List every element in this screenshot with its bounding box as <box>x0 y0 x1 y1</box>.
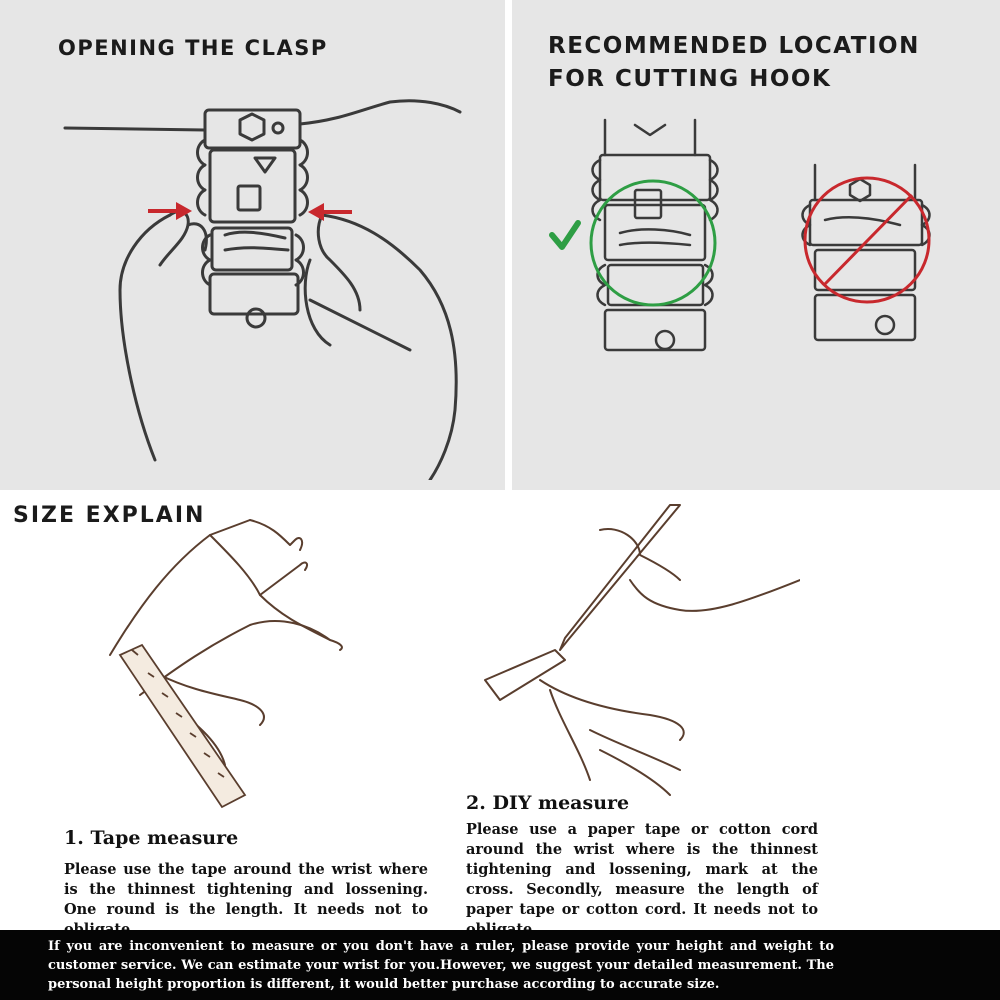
cutting-hook-title: RECOMMENDED LOCATION FOR CUTTING HOOK <box>548 33 920 92</box>
pen-sketch <box>559 504 681 651</box>
panel-divider <box>505 0 512 490</box>
tape-measure-illustration <box>109 519 343 809</box>
diy-measure-title: 2. DIY measure <box>466 792 630 814</box>
diy-measure-illustration <box>484 504 800 796</box>
strap-link-top <box>203 108 302 150</box>
footer-note: If you are inconvenient to measure or yo… <box>48 939 834 992</box>
arrow-right-icon <box>148 202 192 220</box>
clasp-title: OPENING THE CLASP <box>58 36 328 60</box>
tape-measure-title: 1. Tape measure <box>64 827 239 849</box>
prohibited-icon <box>803 176 931 304</box>
tape-measure-instructions: Please use the tape around the wrist whe… <box>64 861 428 938</box>
diy-measure-instructions: Please use a paper tape or cotton cord a… <box>466 821 818 938</box>
strap-link-bottom <box>208 272 300 316</box>
cutting-hook-illustration <box>549 118 931 352</box>
size-explain-title: SIZE EXPLAIN <box>13 503 206 528</box>
measuring-tape <box>118 643 247 809</box>
arrow-left-icon <box>308 203 352 221</box>
wrist-outline <box>63 126 207 132</box>
right-hand <box>320 213 458 480</box>
checkmark-icon <box>549 220 581 250</box>
opening-clasp-panel <box>0 0 505 490</box>
left-hand <box>118 213 172 462</box>
wrist-sketch <box>109 519 251 656</box>
footer-banner: If you are inconvenient to measure or yo… <box>0 930 1000 1000</box>
clasp-illustration <box>63 99 462 480</box>
recommended-location-marker <box>589 179 717 307</box>
